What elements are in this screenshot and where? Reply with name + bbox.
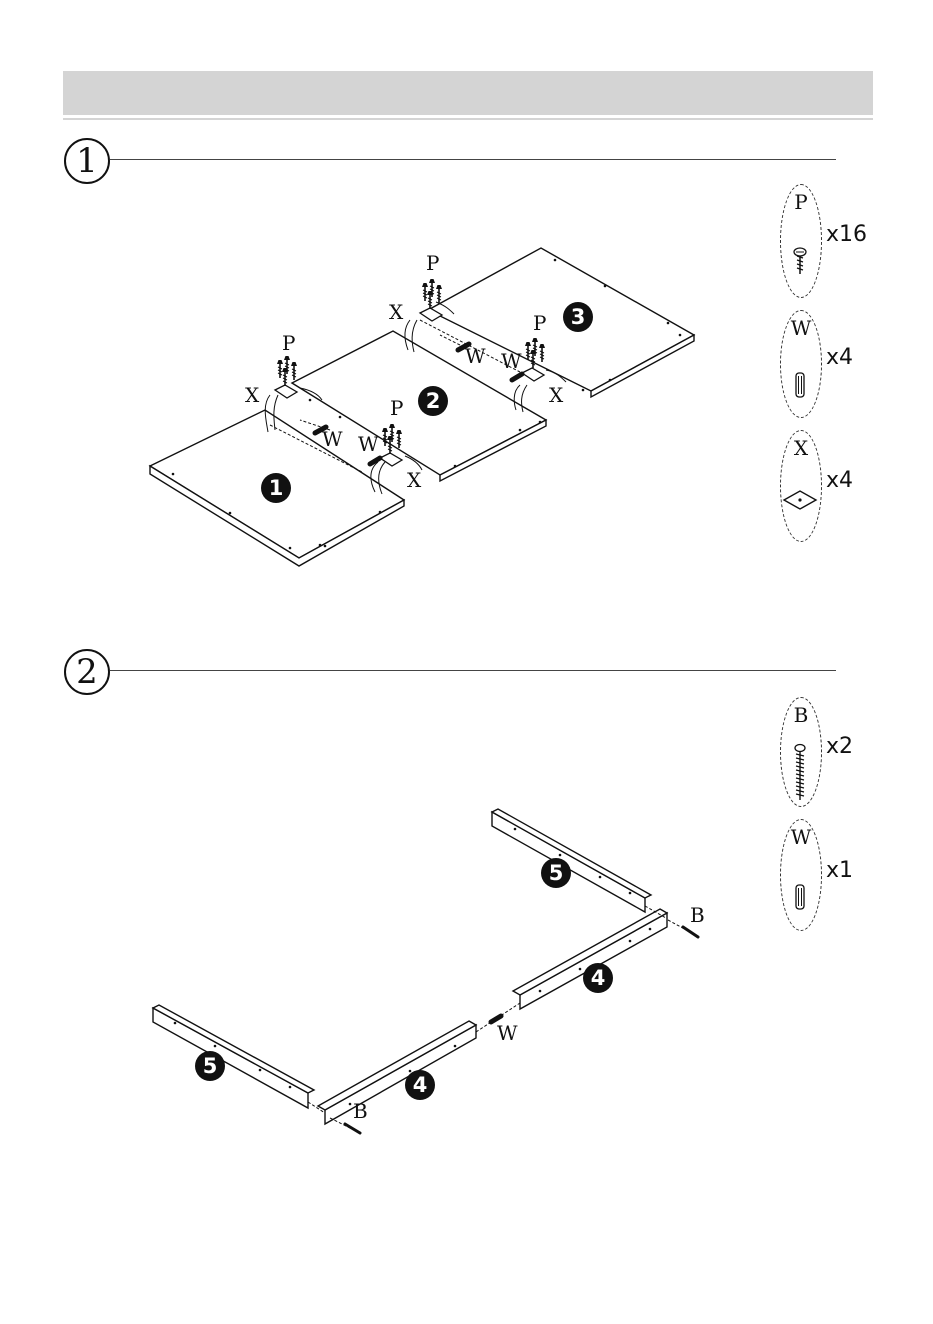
label-w: W: [497, 1021, 518, 1045]
label-b: B: [353, 1099, 368, 1123]
dowel-icon: [796, 885, 804, 909]
rail-4-left-badge: 4: [405, 1070, 435, 1100]
label-b: B: [690, 903, 705, 927]
label-w: W: [465, 344, 486, 368]
bracket-plate-icon: [784, 491, 816, 509]
svg-text:3: 3: [571, 305, 586, 329]
svg-text:4: 4: [591, 966, 606, 990]
rail-4-left: [325, 1025, 476, 1124]
rail-4-right-badge: 4: [583, 963, 613, 993]
panel-2-badge: 2: [418, 386, 448, 416]
label-x: X: [407, 468, 422, 492]
label-w: W: [322, 427, 343, 451]
label-x: X: [245, 383, 260, 407]
label-p: P: [282, 331, 295, 355]
label-p: P: [426, 251, 439, 275]
label-w: W: [501, 349, 522, 373]
panel-1-badge: 1: [261, 473, 291, 503]
label-w: W: [358, 432, 379, 456]
svg-text:5: 5: [549, 861, 564, 885]
rail-4-right: [520, 913, 667, 1009]
label-p: P: [390, 396, 403, 420]
bolt-icon: [795, 745, 805, 801]
svg-text:1: 1: [269, 476, 284, 500]
dowel-icon: [796, 373, 804, 397]
rail-5-top-badge: 5: [541, 858, 571, 888]
label-x: X: [549, 383, 564, 407]
rail-5-left-badge: 5: [195, 1051, 225, 1081]
label-p: P: [533, 311, 546, 335]
svg-text:4: 4: [413, 1073, 428, 1097]
screw-icon: [794, 248, 806, 274]
label-x: X: [389, 300, 404, 324]
svg-text:2: 2: [426, 389, 441, 413]
panel-3-badge: 3: [563, 302, 593, 332]
svg-text:5: 5: [203, 1054, 218, 1078]
rail-5-top: [492, 812, 645, 912]
